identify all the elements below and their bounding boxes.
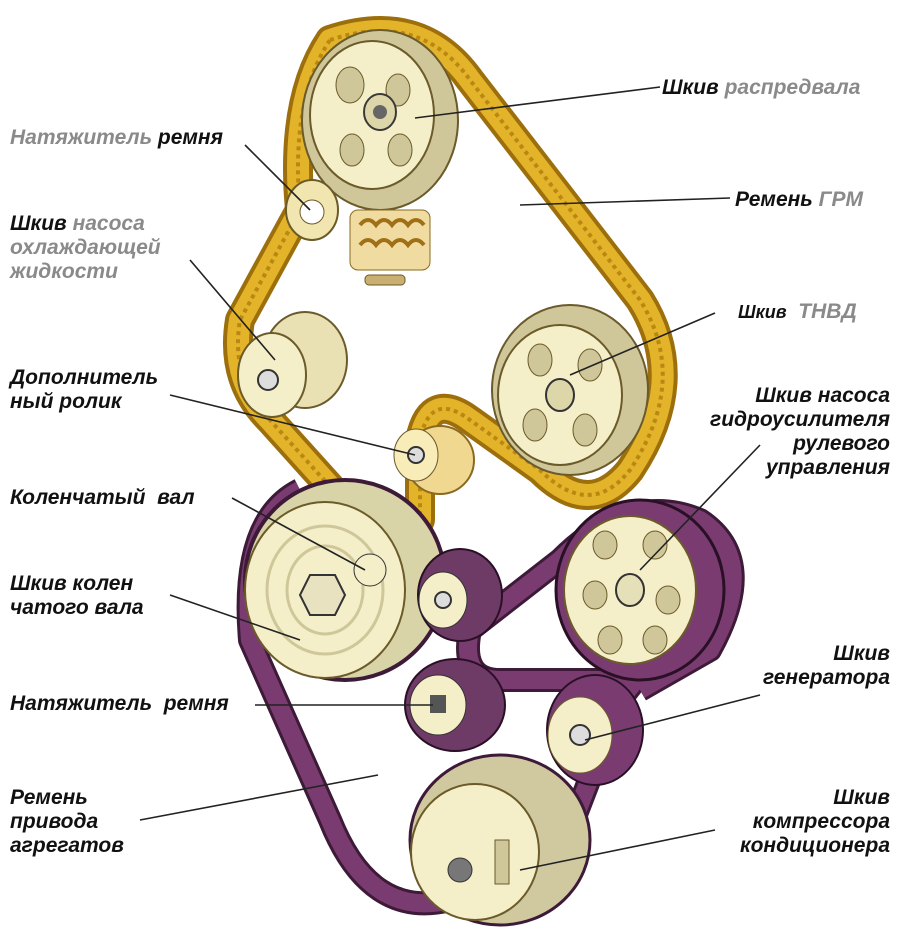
- water-pump-pulley: [238, 312, 347, 417]
- label-timing-belt: Ремень ГРМ: [735, 188, 863, 212]
- power-steering-pulley: [556, 500, 724, 680]
- injection-pump-pulley: [492, 305, 648, 475]
- label-alternator-pulley: Шкив генератора: [745, 642, 890, 690]
- label-ac-compressor-pulley: Шкив компрессора кондиционера: [720, 786, 890, 858]
- label-top-tensioner: Натяжитель ремня: [10, 126, 223, 150]
- label-water-pump-pulley: Шкив насоса охлаждающей жидкости: [10, 212, 161, 284]
- label-idler-roller: Дополнитель ный ролик: [10, 366, 158, 414]
- label-drive-belt: Ремень привода агрегатов: [10, 786, 124, 858]
- label-crankshaft-pulley: Шкив колен чатого вала: [10, 572, 144, 620]
- label-crankshaft: Коленчатый вал: [10, 486, 195, 510]
- drive-belt-idler: [418, 549, 502, 641]
- label-power-steering-pulley: Шкив насоса гидроусилителя рулевого упра…: [700, 384, 890, 480]
- alternator-pulley: [547, 675, 643, 785]
- leader-drive-belt: [140, 775, 378, 820]
- ac-compressor-pulley: [410, 755, 590, 925]
- label-lower-tensioner: Натяжитель ремня: [10, 692, 229, 716]
- label-camshaft-pulley: Шкив распредвала: [662, 76, 860, 100]
- label-injection-pump-pulley: Шкив ТНВД: [738, 300, 857, 324]
- crankshaft-pulley: [245, 480, 445, 680]
